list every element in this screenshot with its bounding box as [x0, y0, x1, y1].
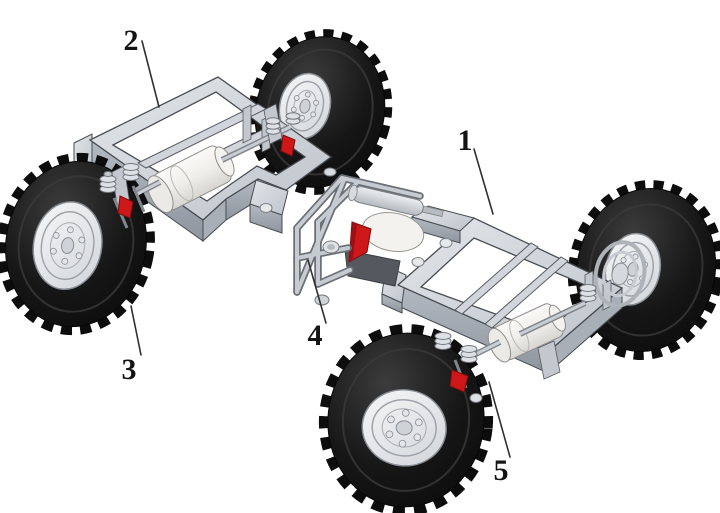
red-bumpstop [280, 134, 296, 157]
truss-tubes [293, 174, 424, 296]
callout-2: 2 [124, 24, 139, 57]
wheel-rim [361, 389, 447, 467]
callouts: 1 2 3 4 5 [122, 24, 511, 487]
callout-1: 1 [458, 124, 473, 157]
leader-line-1 [473, 148, 494, 215]
callout-3: 3 [122, 353, 137, 386]
leader-line-4 [307, 259, 327, 324]
rear-frame [73, 76, 333, 243]
wheel-rim [32, 201, 103, 291]
leader-line-5 [488, 381, 511, 458]
steering-cylinder [348, 184, 444, 218]
callout-4: 4 [308, 319, 323, 352]
wheel-left [0, 152, 155, 336]
hub-right [593, 240, 647, 308]
leader-line-2 [141, 40, 160, 108]
suspension-bottom [434, 332, 483, 403]
suspension-left [99, 163, 146, 229]
leader-line-3 [130, 305, 142, 356]
red-bumpstop [449, 369, 469, 393]
articulation-joint [293, 167, 444, 306]
front-frame [381, 205, 624, 380]
rear-hitch-block [249, 179, 289, 234]
wheel-bottom [318, 324, 494, 513]
spring-right [579, 284, 597, 302]
suspension-top [263, 103, 301, 157]
callout-5: 5 [494, 454, 509, 487]
red-bumpstop [117, 195, 134, 219]
